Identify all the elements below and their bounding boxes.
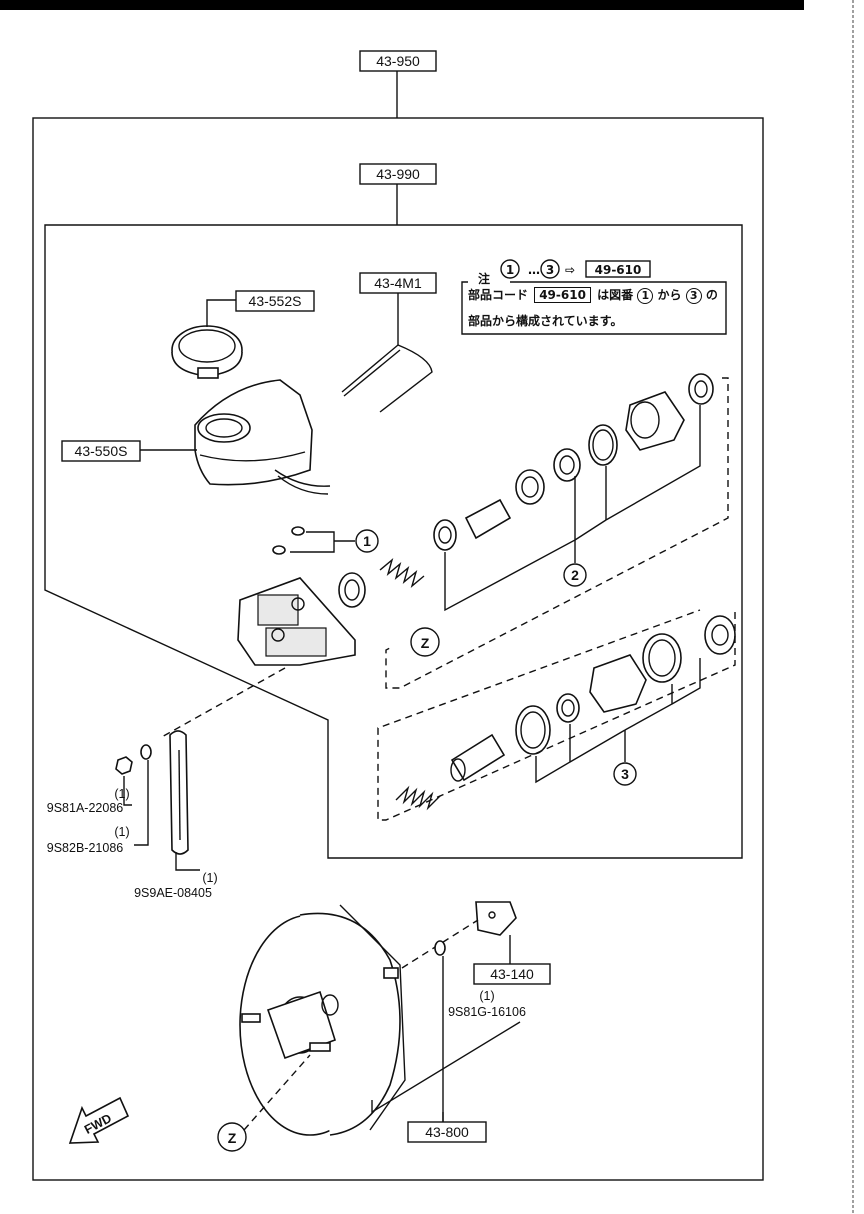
label-43-552S[interactable]: 43-552S — [235, 290, 315, 312]
label-43-950[interactable]: 43-950 — [359, 50, 437, 72]
svg-text:3: 3 — [546, 263, 554, 277]
note-box: 注 — [461, 271, 727, 335]
svg-text:3: 3 — [621, 766, 629, 782]
fwd-arrow-icon: FWD — [68, 1096, 130, 1144]
svg-text:1: 1 — [363, 533, 371, 549]
note-line2-three: 3 — [685, 288, 702, 304]
svg-text:43-950: 43-950 — [376, 53, 420, 69]
svg-text:(1): (1) — [114, 787, 129, 801]
note-content: 1 … 3 ⇨ 49-610 — [500, 259, 651, 279]
retaining-pin — [341, 344, 433, 413]
svg-text:…: … — [528, 263, 540, 277]
svg-text:⇨: ⇨ — [565, 263, 575, 277]
header-bar — [0, 0, 804, 10]
nut — [115, 756, 133, 775]
svg-text:43-4M1: 43-4M1 — [374, 275, 422, 291]
reservoir-tank — [194, 379, 331, 495]
washer — [140, 744, 152, 760]
svg-text:43-990: 43-990 — [376, 166, 420, 182]
booster-washer — [434, 940, 446, 956]
label-nut-code: 9S81A-22086 — [47, 801, 124, 815]
note-line2-mid: は図番 — [597, 288, 634, 302]
label-43-4M1[interactable]: 43-4M1 — [359, 272, 437, 294]
master-cylinder-frame — [44, 224, 743, 859]
svg-text:43-140: 43-140 — [490, 966, 534, 982]
label-43-990[interactable]: 43-990 — [359, 163, 437, 185]
callout-1[interactable]: 1 — [355, 529, 379, 553]
label-43-550S[interactable]: 43-550S — [61, 440, 141, 462]
note-line3: 部品から構成されています。 — [468, 314, 623, 328]
label-bolt-code: 9S9AE-08405 — [134, 886, 212, 900]
note-line2-kara: から — [657, 288, 682, 302]
brake-booster — [239, 904, 406, 1136]
master-cylinder-body — [237, 577, 356, 666]
svg-text:43-550S: 43-550S — [75, 443, 128, 459]
svg-text:(1): (1) — [114, 825, 129, 839]
kit-3-parts — [395, 615, 736, 811]
note-line2-no: の — [705, 288, 718, 302]
callout-z-upper[interactable]: Z — [410, 627, 440, 657]
svg-text:(1): (1) — [479, 989, 494, 1003]
spring-upper — [379, 558, 425, 588]
mount-bracket — [169, 730, 189, 855]
callout-z-lower[interactable]: Z — [217, 1122, 247, 1152]
note-line2-code: 49-610 — [534, 287, 591, 303]
bracket-43-140 — [475, 901, 517, 936]
svg-text:Z: Z — [228, 1130, 237, 1146]
label-43-140[interactable]: 43-140 — [473, 963, 551, 985]
svg-text:43-552S: 43-552S — [249, 293, 302, 309]
note-line2-one: 1 — [637, 288, 654, 304]
note-line2-prefix: 部品コード — [468, 288, 529, 302]
label-43-800[interactable]: 43-800 — [407, 1121, 487, 1143]
label-washer-code: 9S82B-21086 — [47, 841, 124, 855]
note-line2: 部品コード 49-610 は図番 1 から 3 の — [468, 286, 728, 306]
reservoir-cap — [171, 325, 243, 379]
callout-2[interactable]: 2 — [563, 563, 587, 587]
label-booster-washer-code: 9S81G-16106 — [448, 1005, 526, 1019]
kit-2-parts — [433, 373, 714, 551]
callout-3[interactable]: 3 — [613, 762, 637, 786]
note-title: 注 — [478, 271, 490, 286]
svg-text:(1): (1) — [202, 871, 217, 885]
svg-text:Z: Z — [421, 635, 430, 651]
svg-text:2: 2 — [571, 567, 579, 583]
assembly-frame — [32, 117, 764, 1181]
svg-text:49-610: 49-610 — [595, 263, 642, 277]
small-seals — [272, 526, 305, 555]
svg-text:1: 1 — [506, 263, 514, 277]
svg-text:43-800: 43-800 — [425, 1124, 469, 1140]
